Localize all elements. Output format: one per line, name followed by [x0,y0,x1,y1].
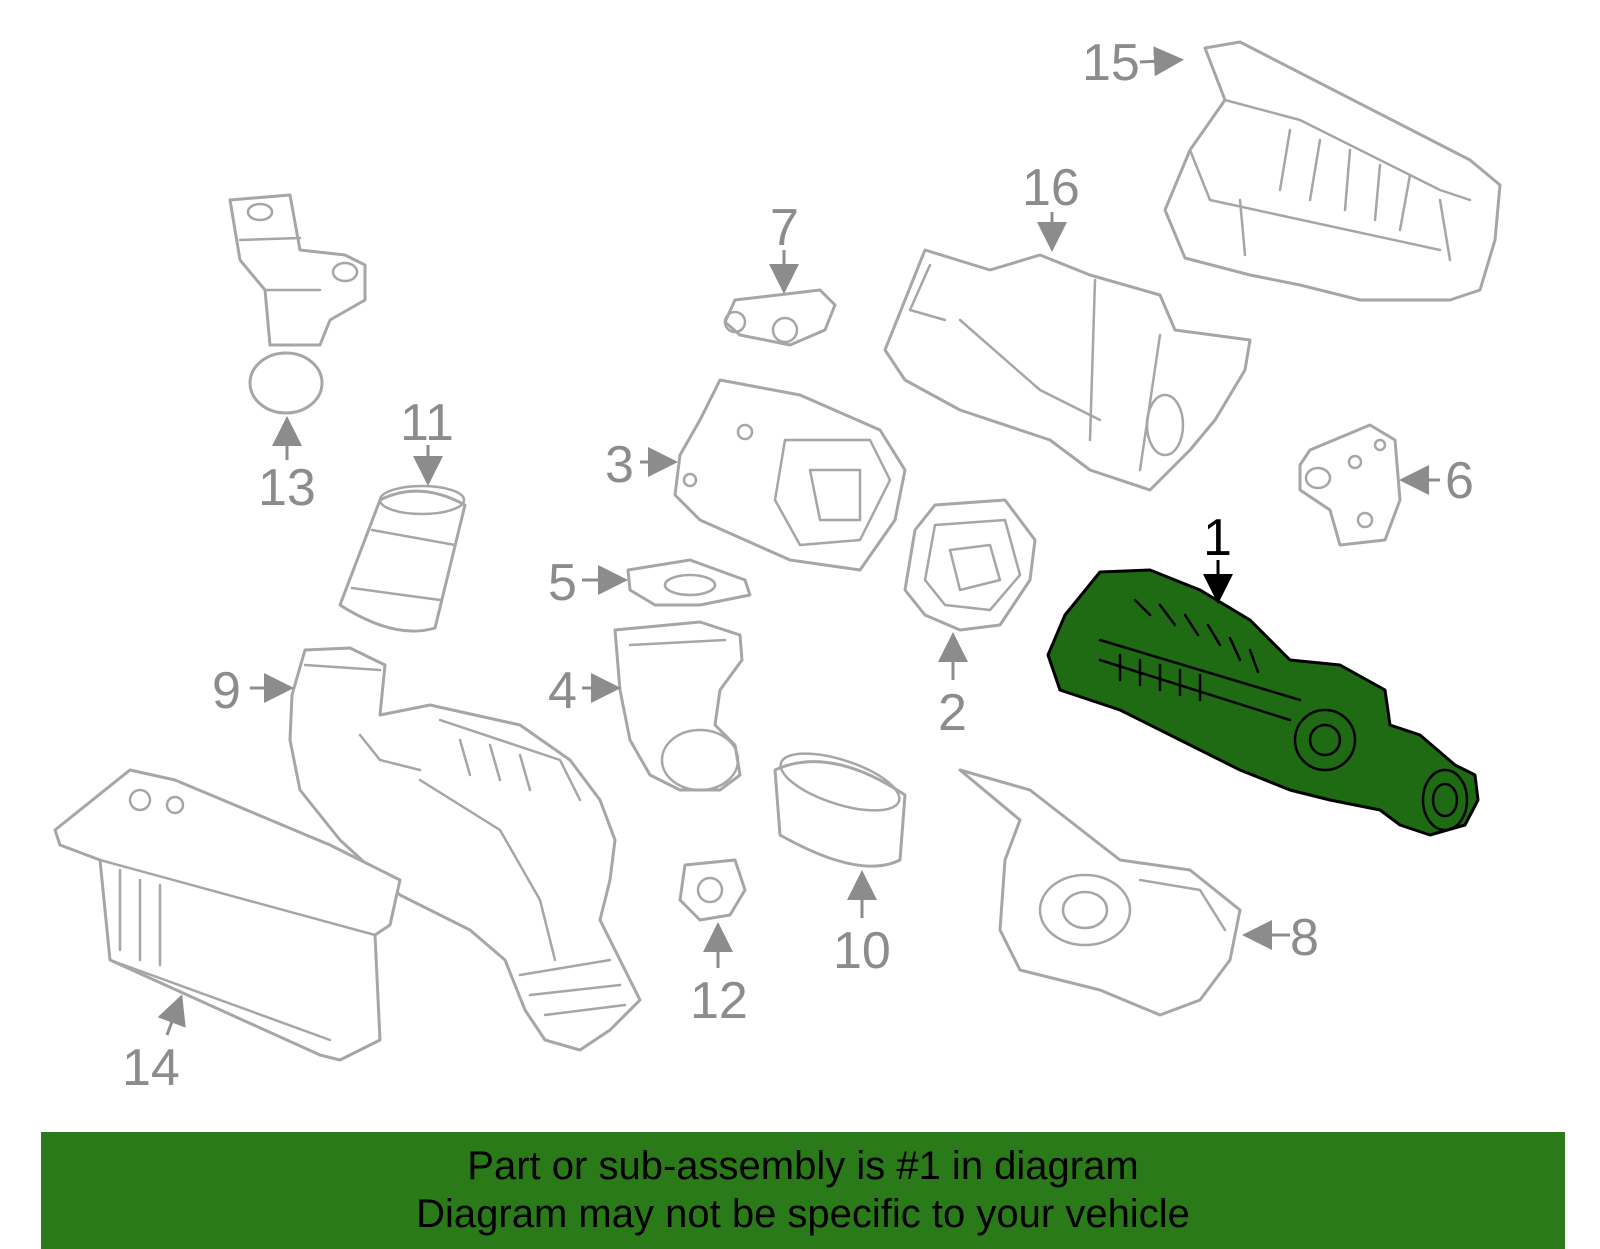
callout-14: 14 [122,994,186,1097]
part-6-bracket[interactable] [1298,423,1402,547]
callout-number: 4 [548,662,577,720]
callout-2: 2 [938,632,968,742]
notice-banner: Part or sub-assembly is #1 in diagram Di… [41,1132,1565,1249]
part-9-air-inlet[interactable] [288,646,642,1052]
callout-number: 6 [1445,452,1474,510]
part-3-housing[interactable] [673,378,907,572]
part-8-shield[interactable] [958,768,1242,1017]
callout-1: 1 [1203,509,1233,604]
callout-number-highlighted: 1 [1203,509,1232,567]
part-10-cylinder[interactable] [773,742,907,868]
callout-6: 6 [1399,452,1474,510]
callout-8: 8 [1242,909,1319,967]
part-11-filter[interactable] [338,484,467,633]
callout-4: 4 [548,662,621,720]
part-5-gasket[interactable] [626,558,752,607]
callout-number: 3 [605,436,634,494]
callout-5: 5 [548,554,628,612]
callout-11: 11 [400,394,454,486]
callout-13: 13 [258,416,316,517]
part-2-gasket[interactable] [903,498,1037,632]
part-14-intercooler[interactable] [53,768,402,1062]
callout-number: 9 [212,662,241,720]
callout-9: 9 [212,662,294,720]
callout-number: 2 [938,684,967,742]
part-15-engine-cover[interactable] [1163,40,1502,302]
callout-12: 12 [690,922,748,1030]
callout-number: 7 [770,199,799,257]
callout-number: 16 [1022,159,1080,217]
callout-number: 15 [1082,34,1140,92]
callout-number: 11 [400,394,454,452]
part-7-bracket[interactable] [723,288,837,347]
callout-7: 7 [769,199,799,294]
part-16-cover[interactable] [883,248,1252,492]
callout-number: 13 [258,459,316,517]
part-1-supercharger[interactable] [1046,568,1480,837]
callout-10: 10 [833,870,891,980]
banner-line-disclaimer: Diagram may not be specific to your vehi… [416,1192,1190,1236]
callout-number: 10 [833,922,891,980]
callout-15: 15 [1082,34,1184,92]
banner-line-part-number: Part or sub-assembly is #1 in diagram [467,1144,1139,1188]
callout-number: 12 [690,972,748,1030]
part-12-plug[interactable] [678,858,747,922]
callout-16: 16 [1022,159,1080,252]
part-4-elbow[interactable] [613,620,744,792]
part-13-bracket[interactable] [228,193,367,415]
callout-number: 8 [1290,909,1319,967]
callout-number: 14 [122,1039,180,1097]
parts-diagram: 15 16 7 13 11 3 6 1 5 4 9 2 [53,34,1502,1097]
callout-3: 3 [605,436,678,494]
callout-number: 5 [548,554,577,612]
